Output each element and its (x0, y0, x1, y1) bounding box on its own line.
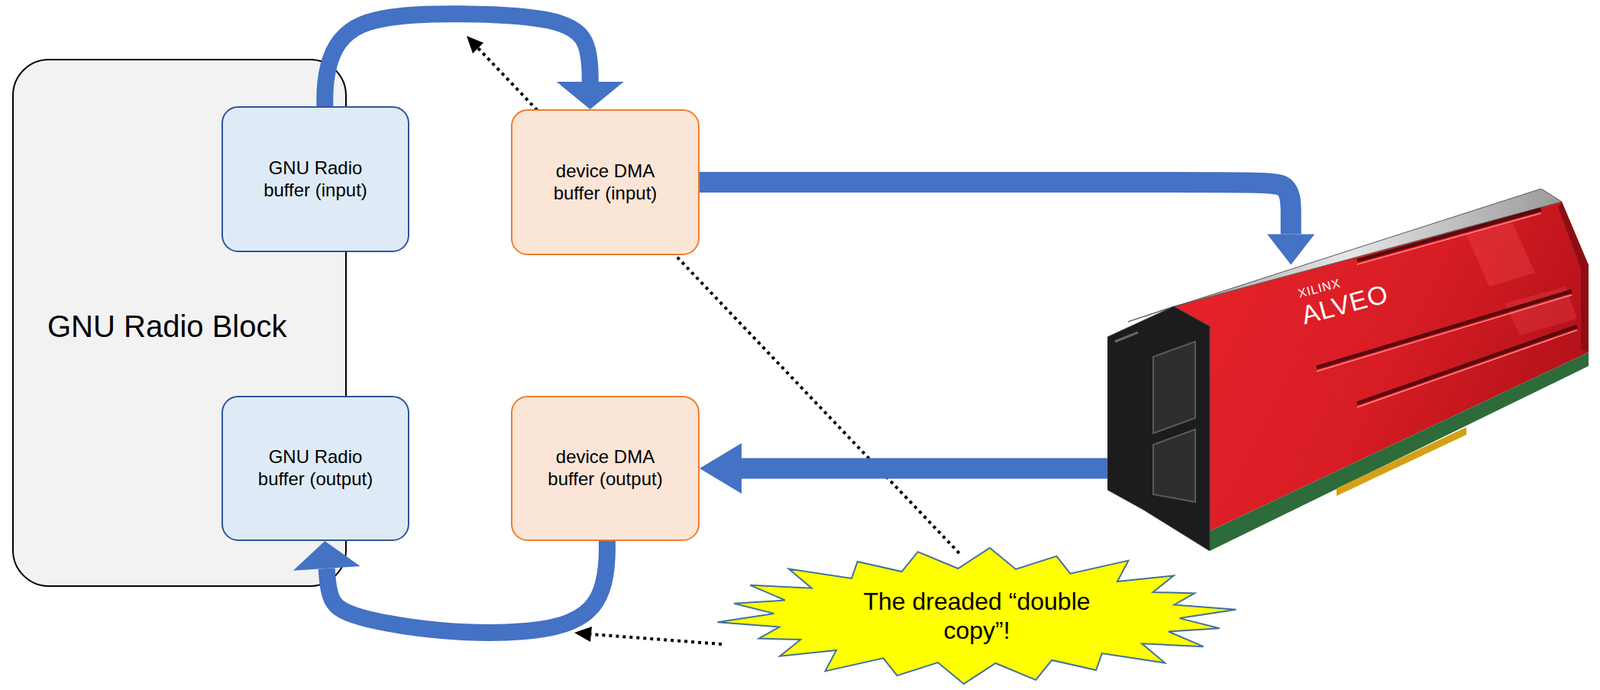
module-block: GNU Radio BlockGNU Radio buffer (input)G… (12, 58, 347, 587)
arrow-head (1267, 234, 1315, 266)
arrow-head (556, 81, 624, 110)
arrow-band (324, 13, 590, 107)
buffer-label: device DMA buffer (input) (538, 160, 673, 205)
arrow-band (326, 540, 608, 633)
buffer-label: device DMA buffer (output) (538, 446, 673, 491)
callout-text: The dreaded “double copy”! (845, 586, 1109, 646)
card-face (1173, 201, 1589, 531)
arrow-band (699, 182, 1291, 235)
flow-arrow (699, 182, 1315, 266)
dma-buffer-box: device DMA buffer (input) (510, 109, 700, 256)
card-pcb (1209, 352, 1589, 551)
flow-arrow (324, 13, 624, 110)
buffer-box: GNU Radio buffer (output) (221, 395, 410, 541)
arrow-head (699, 442, 742, 494)
arrow-head (293, 540, 361, 571)
card-fingers (1336, 426, 1467, 496)
card-groove (1316, 294, 1572, 372)
callout-starburst: The dreaded “double copy”! (714, 545, 1240, 686)
card-groove (1357, 326, 1578, 404)
starburst-shape (714, 545, 1240, 686)
flow-arrow (293, 540, 608, 633)
card-groove (1357, 209, 1542, 261)
block-title: GNU Radio Block (47, 307, 287, 345)
card-groove (1357, 329, 1578, 408)
card-illustration (1107, 188, 1592, 551)
dma-buffer-box: device DMA buffer (output) (510, 395, 700, 541)
card-groove (1316, 290, 1572, 368)
leader-head (574, 626, 592, 642)
bracket-vent (1153, 429, 1196, 502)
bracket-edge (1115, 332, 1138, 342)
buffer-label: GNU Radio buffer (input) (248, 157, 383, 202)
buffer-box: GNU Radio buffer (input) (221, 106, 410, 253)
card-bracket (1107, 306, 1210, 551)
accelerator-card: XILINXALVEO (1107, 188, 1592, 551)
dotted-leader (591, 633, 722, 644)
card-groove (1357, 213, 1542, 265)
card-top-edge (1128, 188, 1562, 322)
starburst-outline (717, 547, 1237, 684)
bracket-vent (1153, 341, 1196, 434)
buffer-label: GNU Radio buffer (output) (248, 446, 383, 491)
leader-head (466, 35, 484, 54)
card-decor (1466, 222, 1536, 287)
